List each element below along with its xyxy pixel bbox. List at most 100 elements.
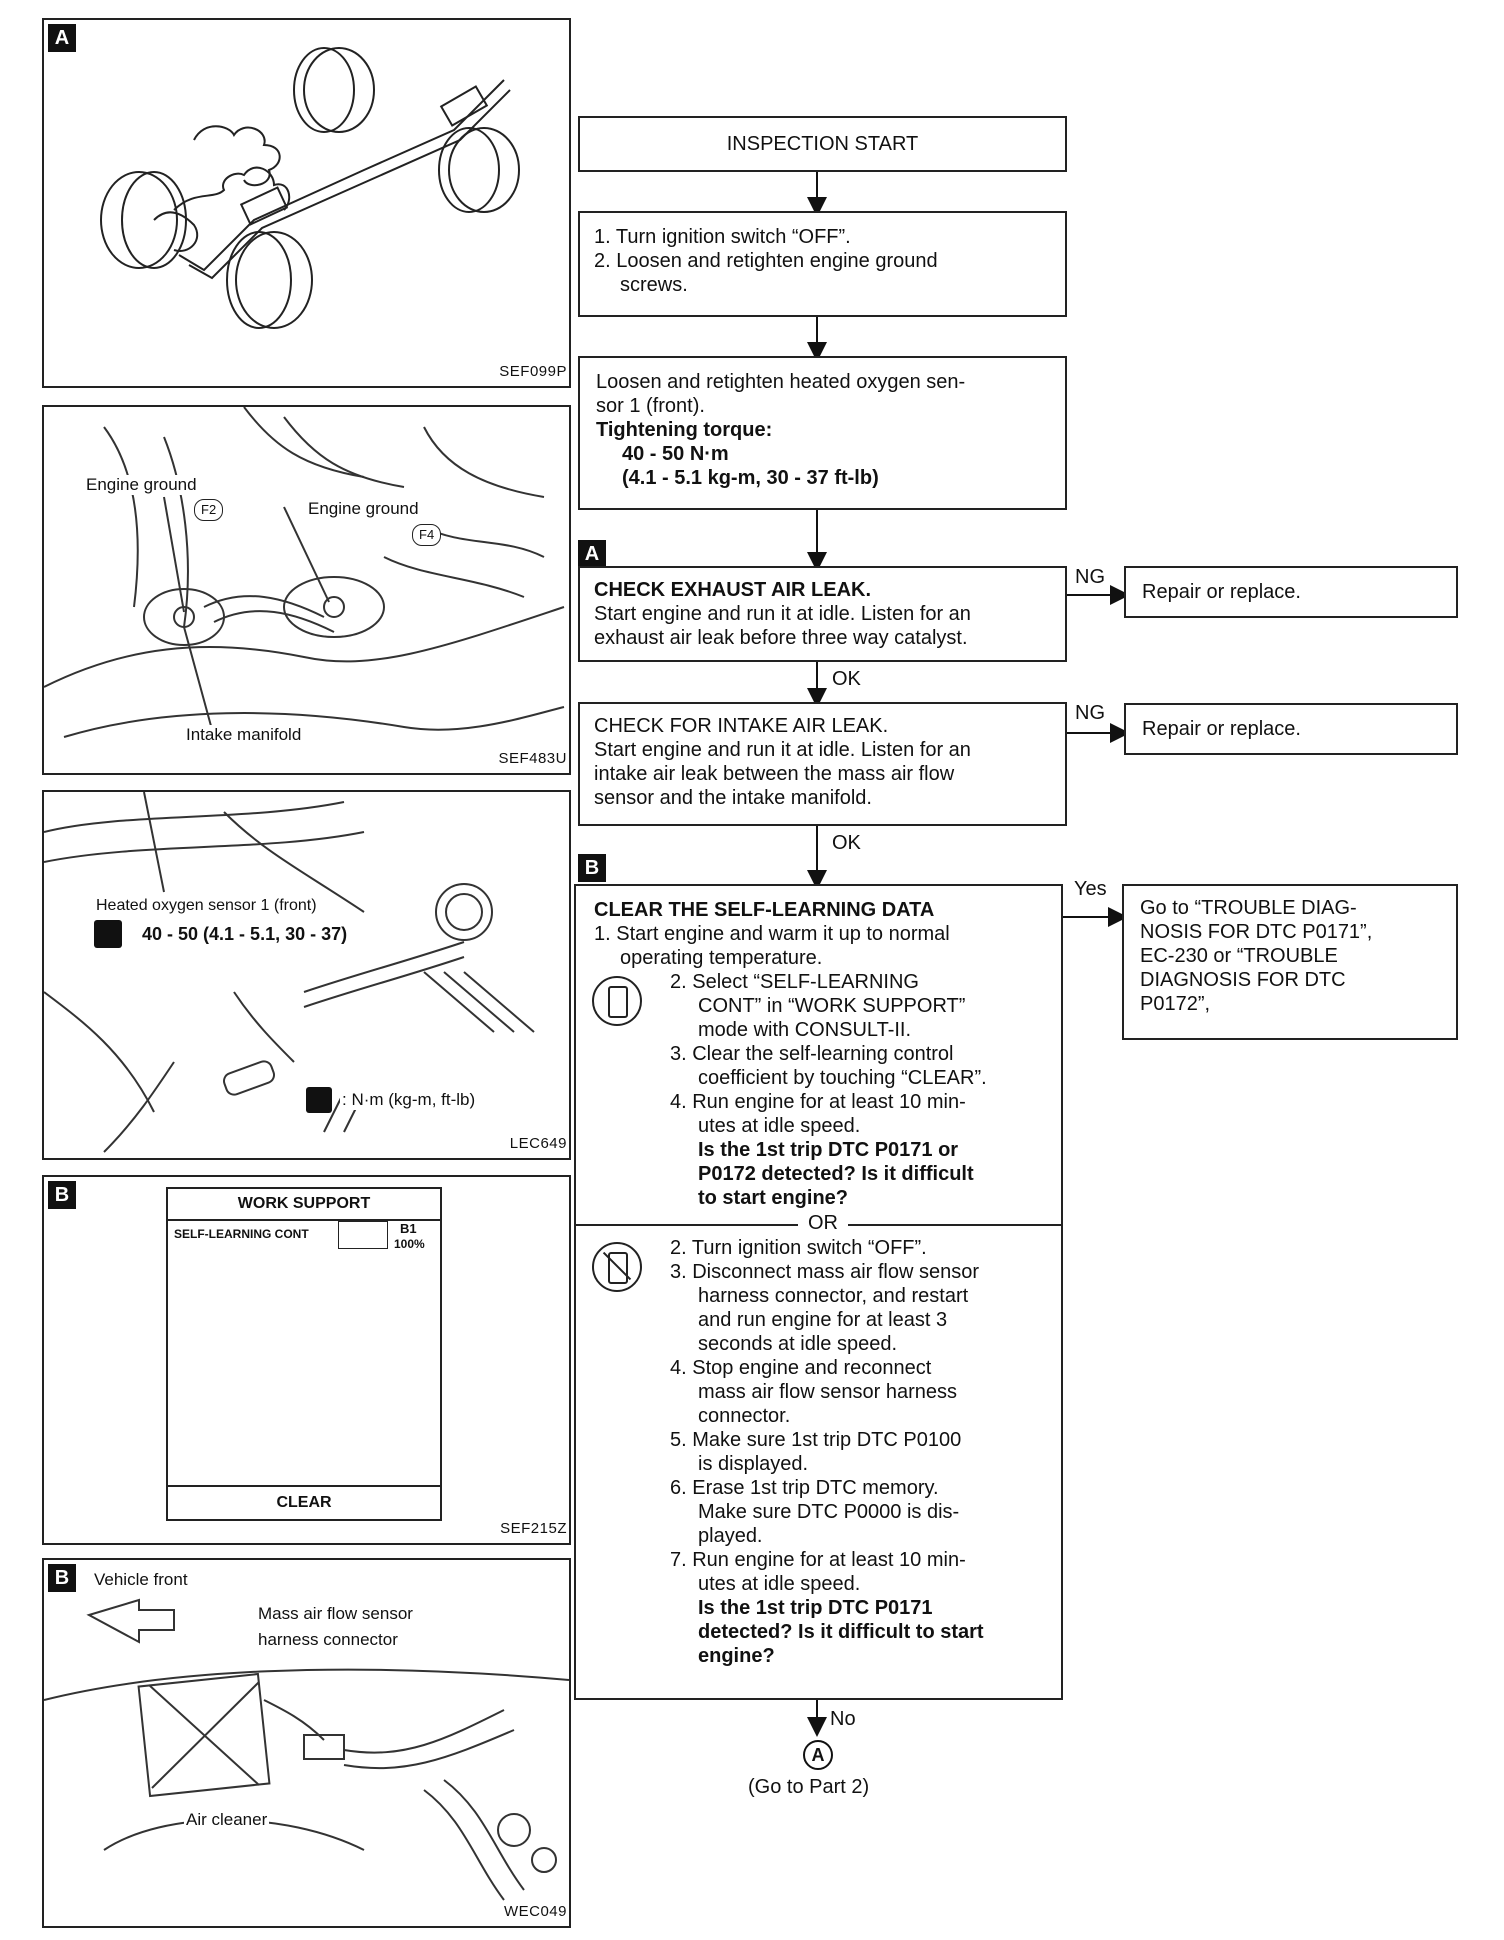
no-label: No [830,1708,856,1730]
inspection-start-box: INSPECTION START [578,116,1067,172]
ok-label: OK [832,832,861,854]
step-oxygen-sensor-box: Loosen and retighten heated oxygen sen- … [578,356,1067,510]
wrench-icon [94,920,122,948]
goto-trouble-diagnosis-box: Go to “TROUBLE DIAG- NOSIS FOR DTC P0171… [1122,884,1458,1040]
consult-screen: WORK SUPPORT SELF-LEARNING CONT B1 100% … [166,1187,442,1521]
step-text: Start engine and run it at idle. Listen … [594,603,971,625]
step-text: 4. Stop engine and reconnect [670,1357,932,1379]
step-text: coefficient by touching “CLEAR”. [698,1067,987,1089]
question-text: P0172 detected? Is it difficult [698,1163,974,1185]
no-tool-icon [592,1242,642,1292]
step-text: operating temperature. [620,947,823,969]
question-text: Is the 1st trip DTC P0171 [698,1597,933,1619]
ref-box-a: A [48,24,76,52]
step-text: 2. Loosen and retighten engine ground [594,250,938,272]
sensor-label: Heated oxygen sensor 1 (front) [94,896,319,916]
repair-text: Repair or replace. [1142,581,1301,603]
check-exhaust-leak-box: CHECK EXHAUST AIR LEAK. Start engine and… [578,566,1067,662]
consult-tool-icon [592,976,642,1026]
step-text: 6. Erase 1st trip DTC memory. [670,1477,939,1499]
ng-label: NG [1075,566,1105,588]
connector-a-circle: A [803,1740,833,1770]
go-to-part-2[interactable]: (Go to Part 2) [748,1776,870,1798]
check-intake-leak-box: CHECK FOR INTAKE AIR LEAK. Start engine … [578,702,1067,826]
item-divider [338,1221,388,1249]
torque-value-alt: (4.1 - 5.1 kg-m, 30 - 37 ft-lb) [622,467,879,489]
illustration-exhaust-panel: A SEF099P [42,18,571,388]
repair-box-2: Repair or replace. [1124,703,1458,755]
air-cleaner-label: Air cleaner [184,1810,270,1830]
step-text: 3. Disconnect mass air flow sensor [670,1261,980,1283]
question-text: engine? [698,1645,775,1667]
step-text: 1. Turn ignition switch “OFF”. [594,226,851,248]
illustration-maf-connector-panel: B Vehicle front Mass air flow sensor har… [42,1558,571,1928]
torque-value: 40 - 50 N·m [622,443,729,465]
step-text: and run engine for at least 3 [698,1309,948,1331]
or-label: OR [798,1211,848,1235]
self-learning-item: SELF-LEARNING CONT [174,1227,309,1241]
figure-code: SEF483U [498,750,567,767]
ref-box-a: A [578,540,606,568]
step-text: seconds at idle speed. [698,1333,898,1355]
step-text: is displayed. [698,1453,809,1475]
torque-unit: : N·m (kg-m, ft-lb) [340,1090,478,1110]
figure-code: SEF215Z [500,1520,567,1537]
screen-title: WORK SUPPORT [168,1189,440,1221]
step-text: sensor and the intake manifold. [594,787,872,809]
question-text: Is the 1st trip DTC P0171 or [698,1139,959,1161]
ref-box-b: B [48,1181,76,1209]
connector-f4-label: F4 [412,524,442,546]
step-text: 2. Select “SELF-LEARNING [670,971,919,993]
repair-text: Repair or replace. [1142,718,1301,740]
step-text: 2. Turn ignition switch “OFF”. [670,1237,927,1259]
question-text: to start engine? [698,1187,849,1209]
step-text: Make sure DTC P0000 is dis- [698,1501,960,1523]
goto-text: DIAGNOSIS FOR DTC [1140,969,1346,991]
no-tool-glyph [608,1252,628,1284]
torque-heading: Tightening torque: [596,419,773,441]
step-text: harness connector, and restart [698,1285,969,1307]
goto-text: Go to “TROUBLE DIAG- [1140,897,1357,919]
step-text: mode with CONSULT-II. [698,1019,912,1041]
clear-self-learning-box: CLEAR THE SELF-LEARNING DATA 1. Start en… [574,884,1063,1700]
step-text: exhaust air leak before three way cataly… [594,627,968,649]
oxygen-sensor-drawing [44,792,535,1153]
self-learning-row: SELF-LEARNING CONT B1 100% [168,1221,440,1251]
step-text: sor 1 (front). [596,395,705,417]
step-text: Loosen and retighten heated oxygen sen- [596,371,966,393]
step-text: 1. Start engine and warm it up to normal [594,923,950,945]
step-text: 5. Make sure 1st trip DTC P0100 [670,1429,962,1451]
ok-label: OK [832,668,861,690]
vehicle-front-label: Vehicle front [92,1570,190,1590]
illustration-work-support-panel: B WORK SUPPORT SELF-LEARNING CONT B1 100… [42,1175,571,1545]
step-text: screws. [620,274,688,296]
step-text: 4. Run engine for at least 10 min- [670,1091,966,1113]
clear-button[interactable]: CLEAR [168,1485,440,1519]
maf-connector-drawing [44,1598,569,1901]
torque-spec: 40 - 50 (4.1 - 5.1, 30 - 37) [140,924,350,944]
box-title: CHECK FOR INTAKE AIR LEAK. [594,715,889,737]
step-text: Start engine and run it at idle. Listen … [594,739,971,761]
figure-code: SEF099P [499,363,567,380]
yes-label: Yes [1074,878,1107,900]
step-text: utes at idle speed. [698,1573,861,1595]
goto-text: EC-230 or “TROUBLE [1140,945,1338,967]
ref-box-b: B [578,854,606,882]
question-text: detected? Is it difficult to start [698,1621,984,1643]
illustration-oxygen-sensor-panel: Heated oxygen sensor 1 (front) 40 - 50 (… [42,790,571,1160]
step-text: CONT” in “WORK SUPPORT” [698,995,966,1017]
step-ignition-ground-box: 1. Turn ignition switch “OFF”. 2. Loosen… [578,211,1067,317]
engine-ground-label-1: Engine ground [84,475,199,495]
figure-code: WEC049 [503,1903,567,1920]
figure-code: LEC649 [509,1135,567,1152]
maf-sensor-label: Mass air flow sensor [256,1604,415,1624]
repair-box-1: Repair or replace. [1124,566,1458,618]
intake-manifold-label: Intake manifold [184,725,304,745]
engine-ground-label-2: Engine ground [306,499,421,519]
engine-ground-drawing [44,407,565,738]
exhaust-drawing [100,47,520,329]
connector-f2-label: F2 [194,499,224,521]
ng-label: NG [1075,702,1105,724]
wrench-icon [306,1087,332,1113]
step-text: mass air flow sensor harness [698,1381,957,1403]
